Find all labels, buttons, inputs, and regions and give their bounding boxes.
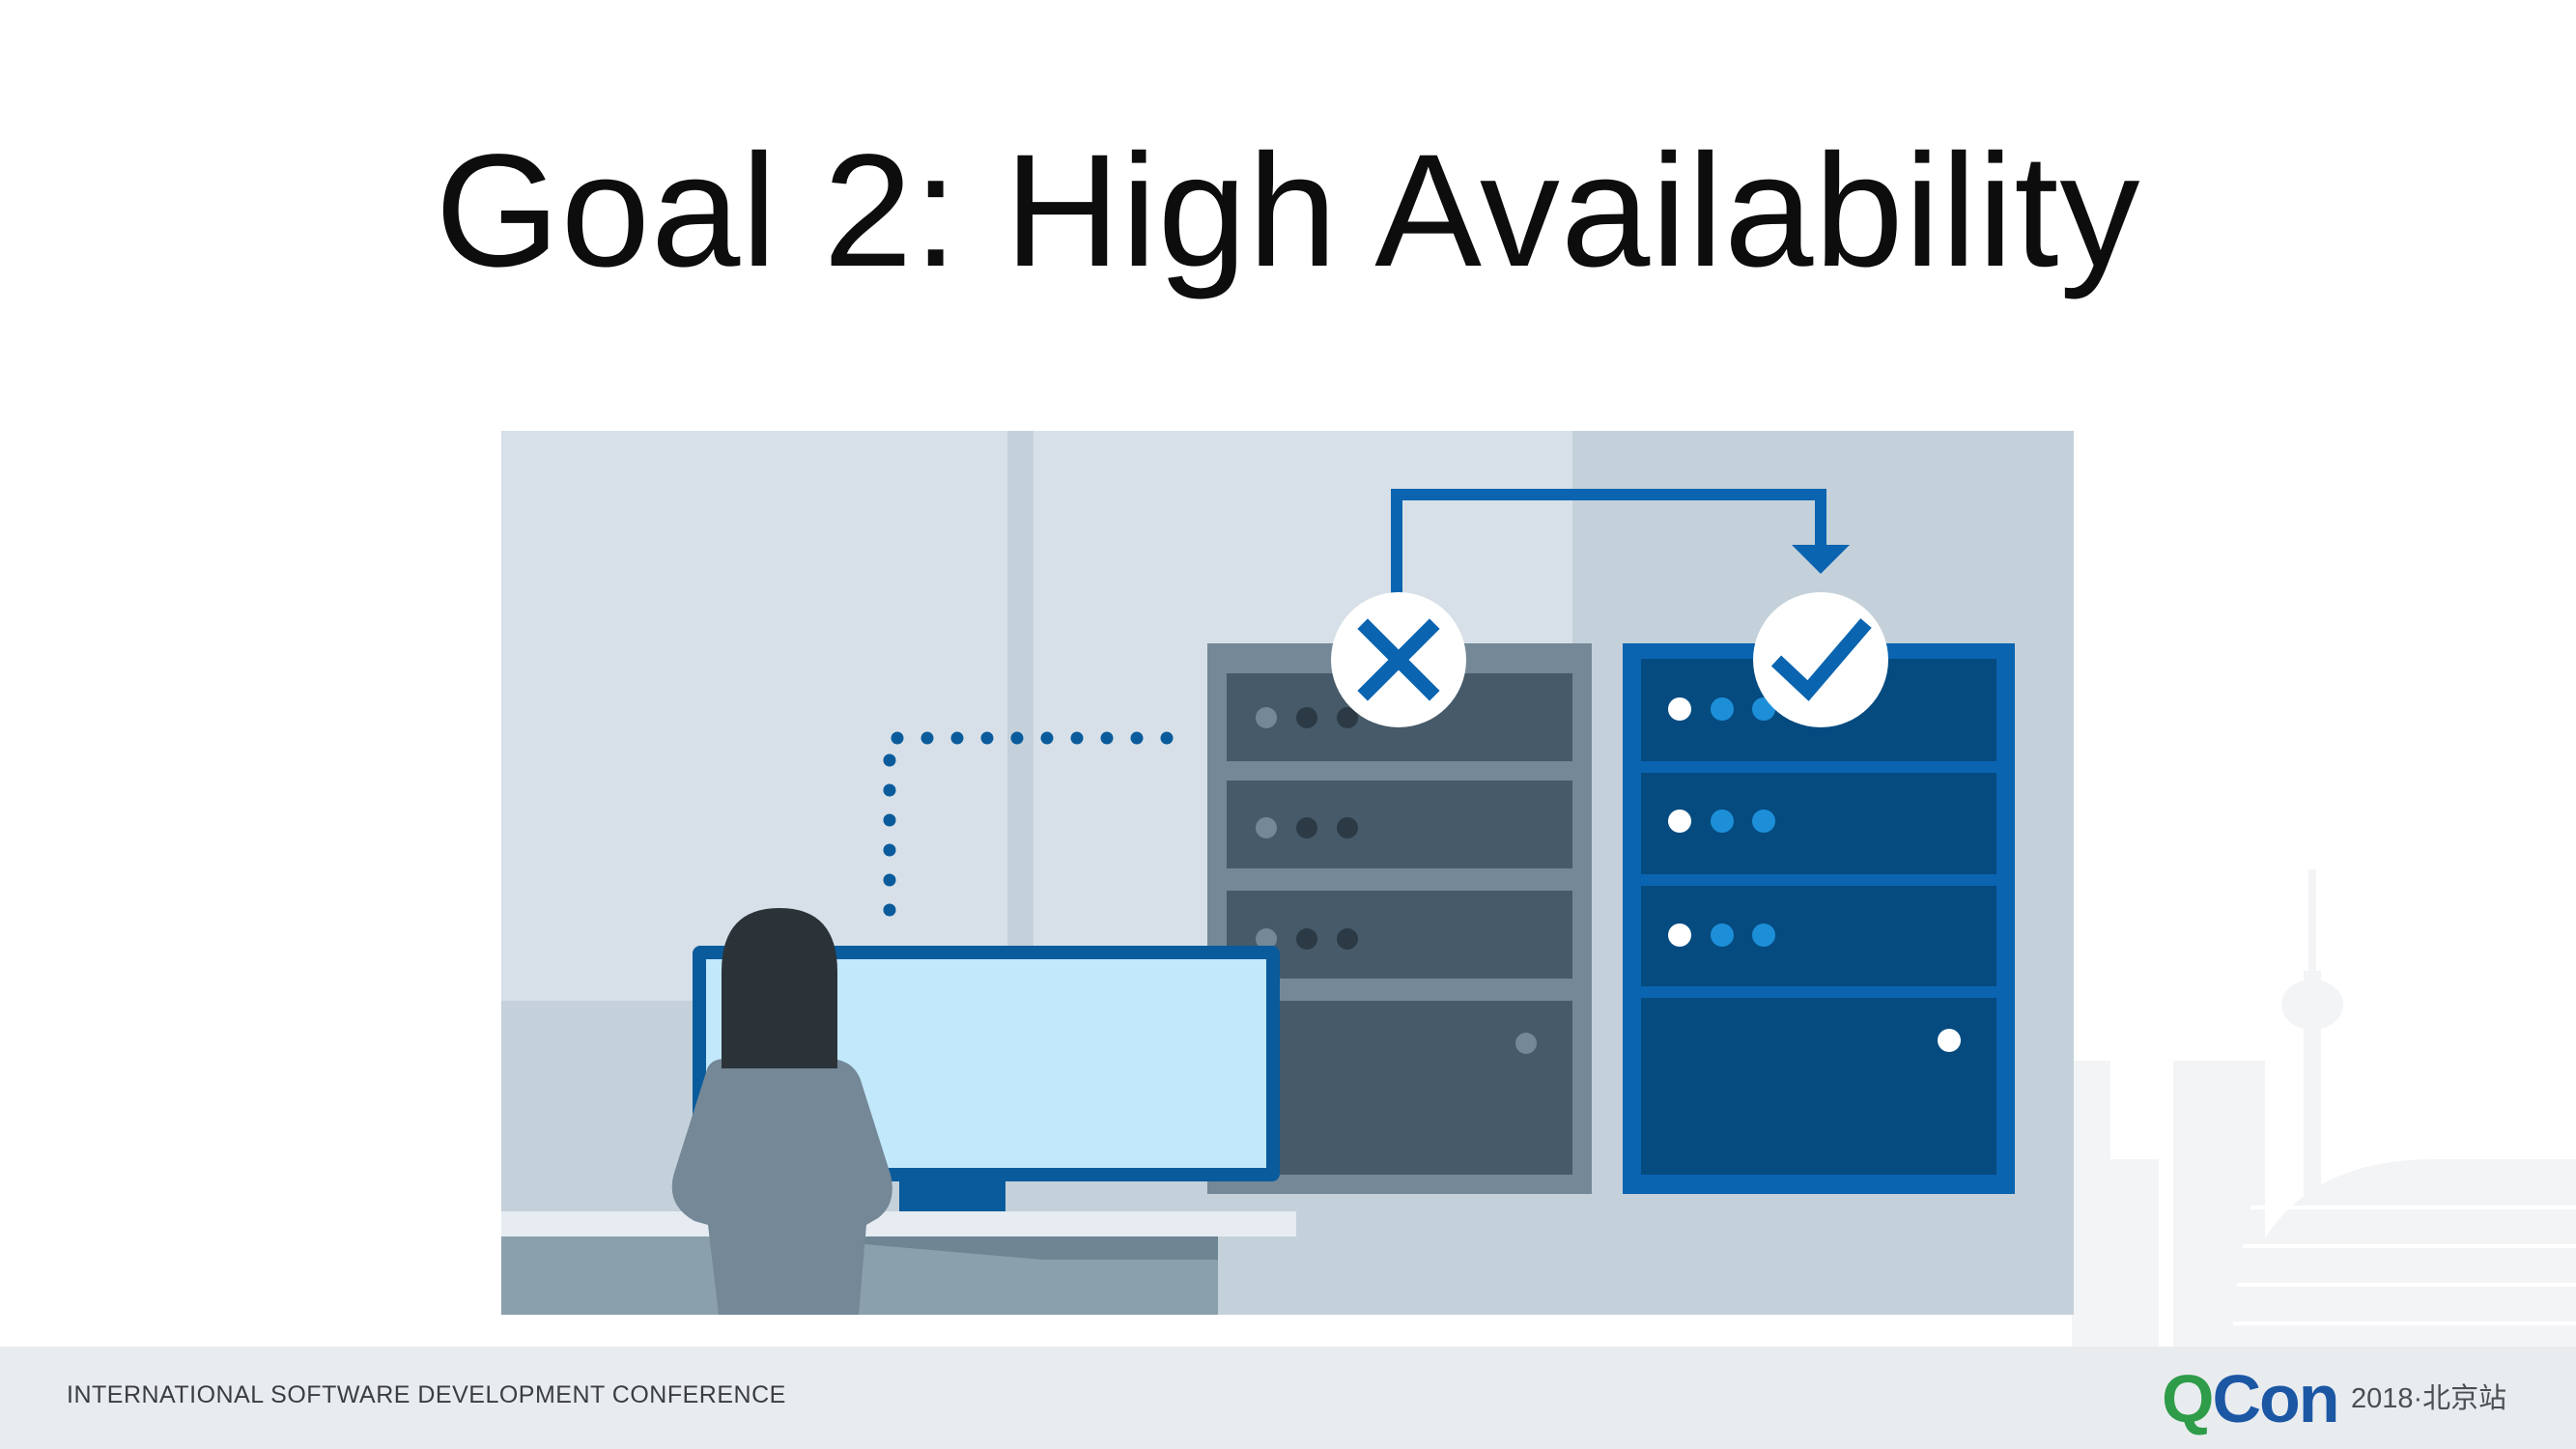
footer-bar	[0, 1347, 2576, 1449]
conference-name: INTERNATIONAL SOFTWARE DEVELOPMENT CONFE…	[67, 1381, 786, 1408]
logo-con: Con	[2212, 1361, 2339, 1436]
failover-arrowhead	[1792, 545, 1850, 574]
standby-server-rack	[1623, 643, 2015, 1194]
window-pillar	[1007, 431, 1033, 1001]
failover-arrow	[1391, 489, 1826, 595]
page-title: Goal 2: High Availability	[435, 122, 2141, 300]
person	[671, 908, 892, 1315]
desk-top	[501, 1211, 1296, 1236]
logo-q: Q	[2162, 1361, 2214, 1436]
network-connection	[883, 731, 1196, 917]
qcon-logo: QCon	[2162, 1358, 2340, 1439]
x-icon	[1331, 592, 1466, 727]
logo-subtitle: 2018·北京站	[2351, 1383, 2507, 1414]
high-availability-illustration	[501, 431, 2074, 1315]
check-icon	[1753, 592, 1888, 727]
desk-shadow	[776, 1236, 1218, 1260]
